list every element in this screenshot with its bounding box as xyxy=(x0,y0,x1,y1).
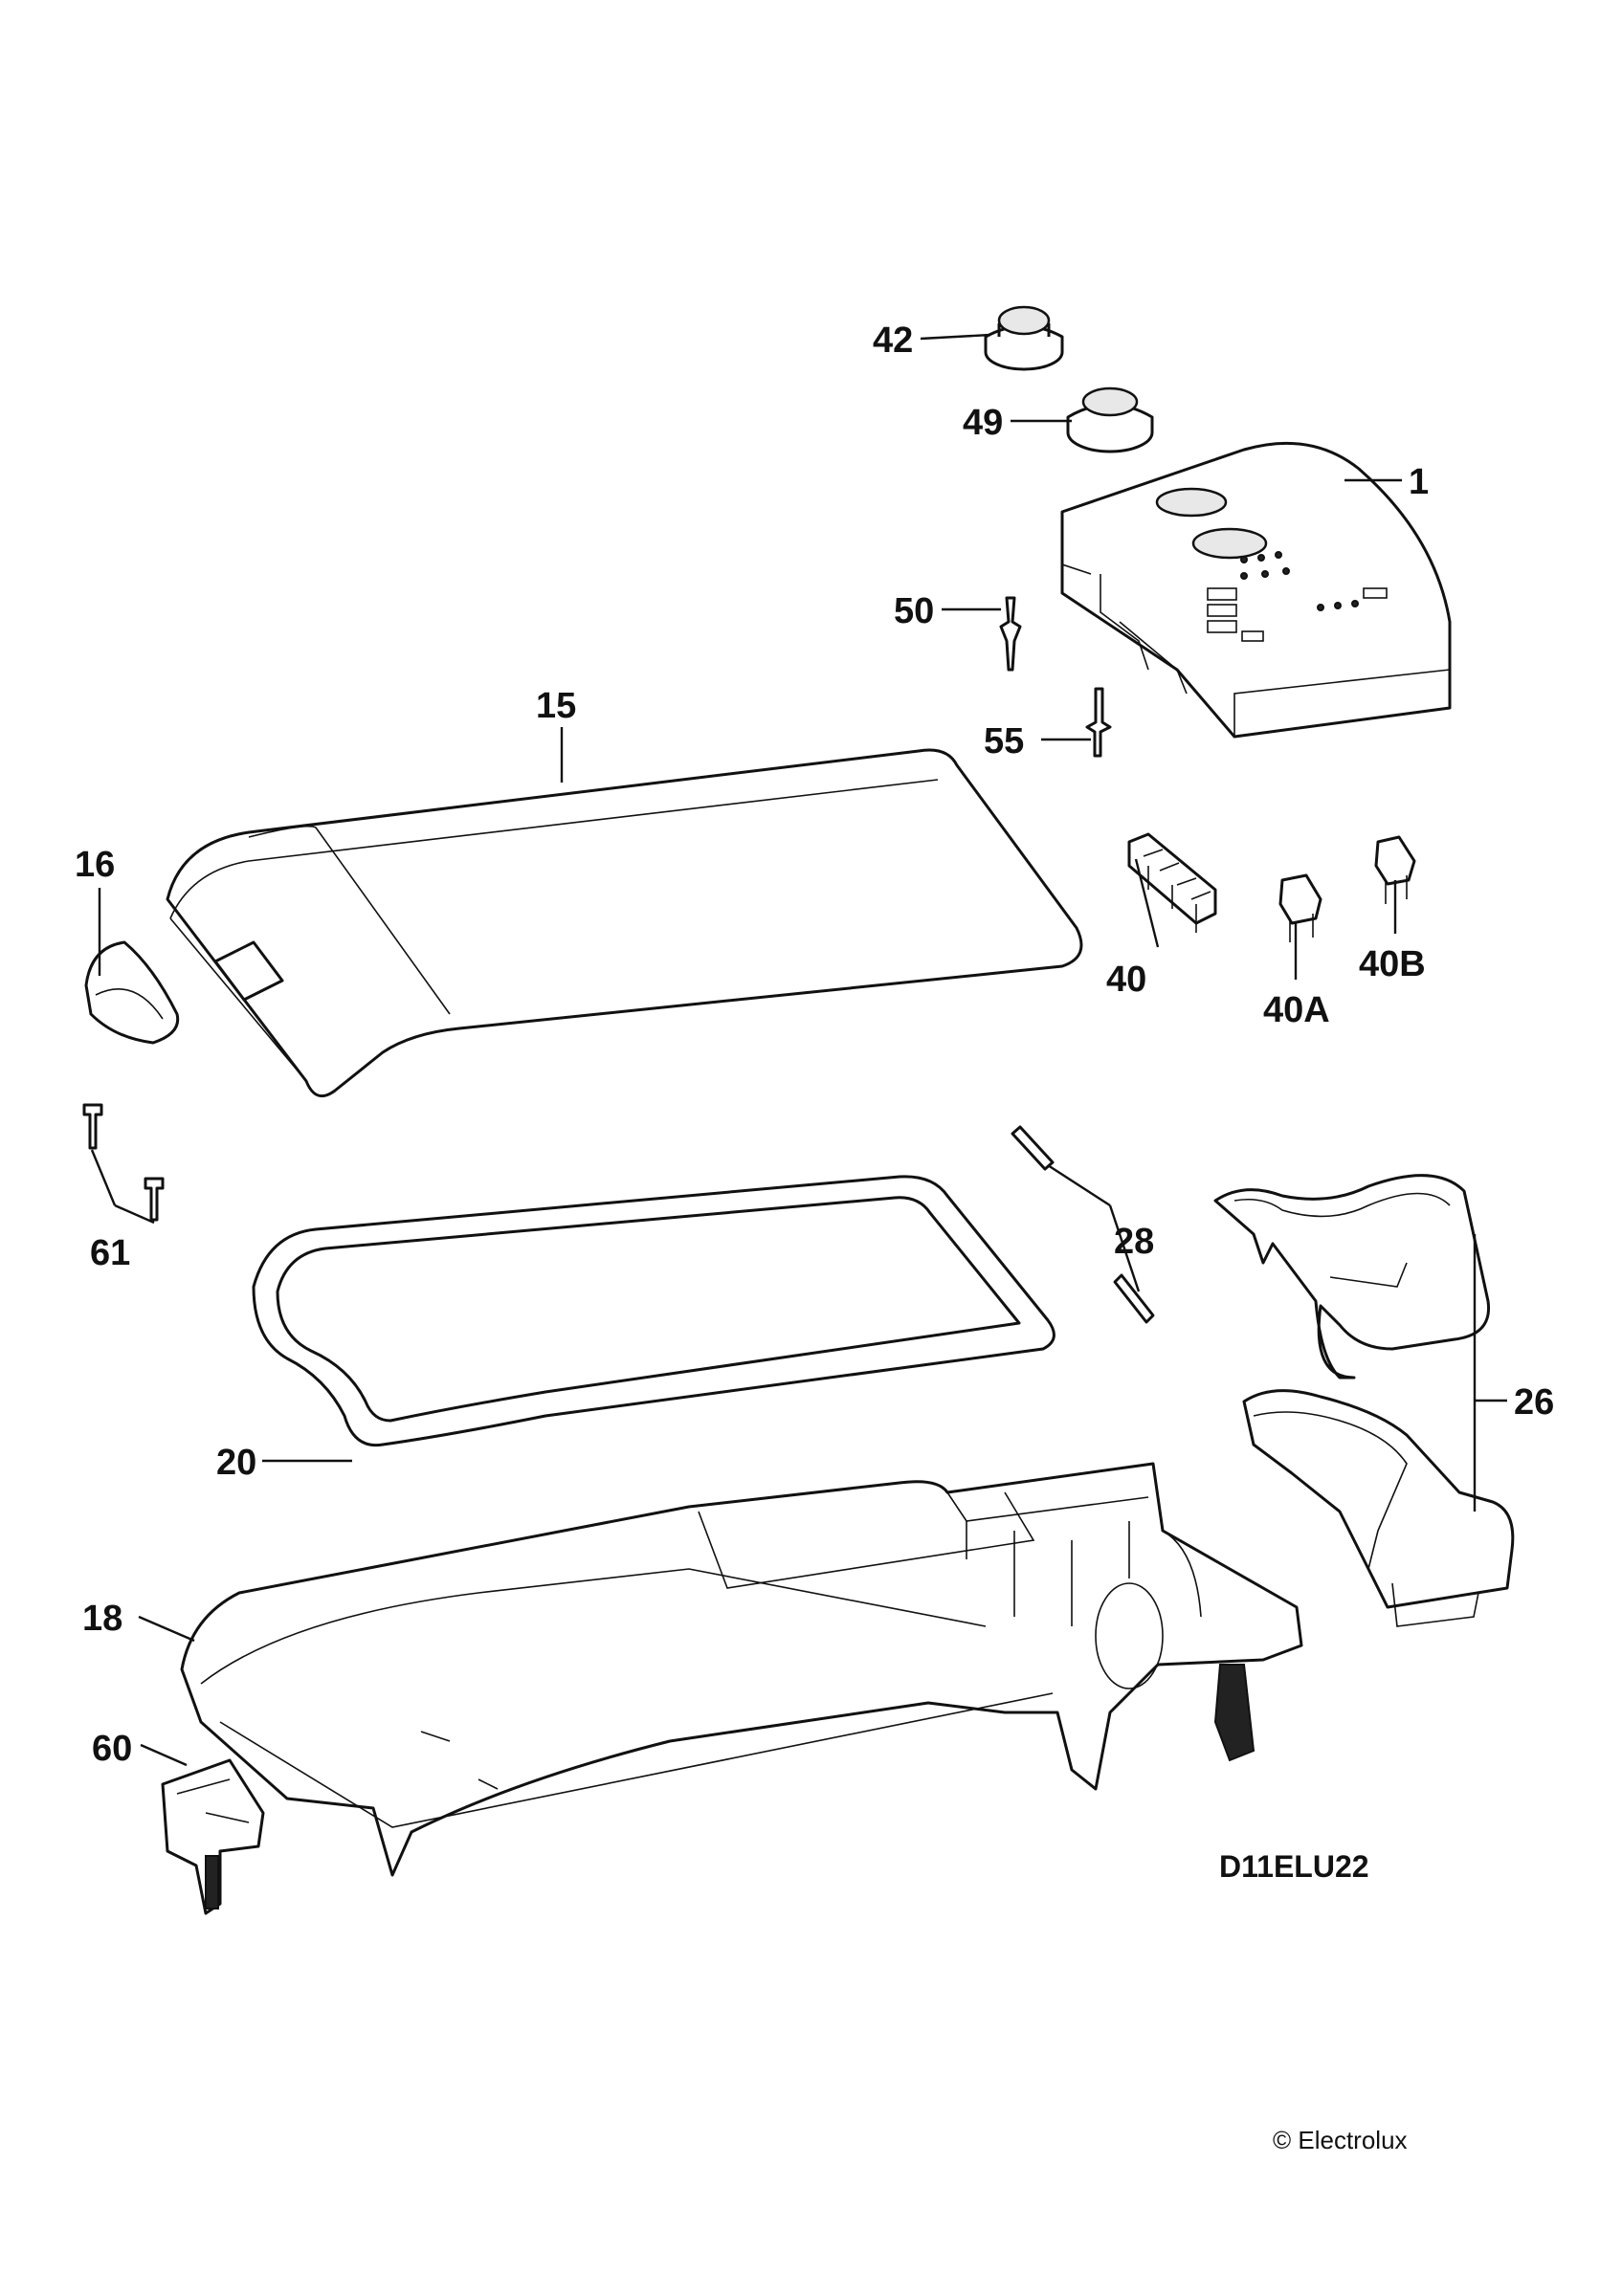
part-42-knob xyxy=(984,305,1064,371)
part-60-lock xyxy=(161,1758,265,1915)
callout-42: 42 xyxy=(873,320,913,361)
part-18-base xyxy=(180,1462,1303,1877)
callout-28: 28 xyxy=(1114,1222,1154,1262)
part-40A-button xyxy=(1278,873,1322,942)
callout-labels: 42 49 1 50 15 55 16 40 40A 40B 61 28 26 … xyxy=(75,320,1554,1769)
callout-61: 61 xyxy=(90,1233,130,1273)
part-20-gasket xyxy=(252,1175,1055,1447)
callout-26: 26 xyxy=(1514,1382,1554,1423)
copyright-notice: © Electrolux xyxy=(1273,2126,1408,2154)
callout-1: 1 xyxy=(1409,462,1429,502)
leader-lines xyxy=(90,333,1507,1767)
part-50-pin xyxy=(999,596,1022,672)
callout-40: 40 xyxy=(1106,960,1146,1000)
callout-16: 16 xyxy=(75,845,115,885)
part-16-handle xyxy=(84,940,180,1045)
callout-60: 60 xyxy=(92,1729,132,1769)
callout-50: 50 xyxy=(894,591,934,631)
callout-15: 15 xyxy=(536,686,576,726)
part-1-control-panel xyxy=(1060,441,1452,739)
callout-40B: 40B xyxy=(1359,944,1426,984)
callout-40A: 40A xyxy=(1263,990,1330,1030)
part-49-knob xyxy=(1066,386,1154,453)
part-28-pins xyxy=(1011,1125,1155,1324)
part-55-pin xyxy=(1085,687,1112,758)
part-40B-button xyxy=(1374,835,1416,904)
part-15-lid xyxy=(166,748,1083,1098)
callout-55: 55 xyxy=(984,721,1024,762)
part-26-containers xyxy=(1213,1174,1515,1627)
part-61-screws xyxy=(82,1103,165,1222)
part-40-button-block xyxy=(1127,832,1217,933)
callout-20: 20 xyxy=(216,1443,256,1483)
drawing-code: D11ELU22 xyxy=(1219,1849,1369,1884)
callout-49: 49 xyxy=(963,403,1003,443)
callout-18: 18 xyxy=(82,1599,122,1639)
